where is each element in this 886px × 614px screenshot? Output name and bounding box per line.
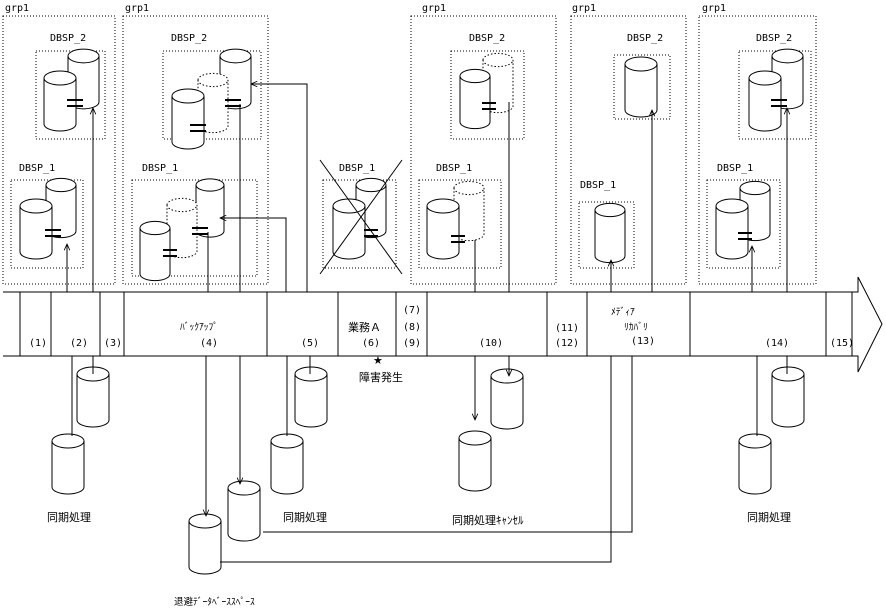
- phase-label: (1): [29, 338, 47, 349]
- dbsp2-label: DBSP_2: [171, 33, 207, 44]
- dbsp2-label: DBSP_2: [627, 33, 663, 44]
- database-cylinder-icon: [594, 202, 626, 264]
- database-cylinder-icon: [624, 56, 658, 118]
- group-labels: grp1 grp1 grp1 grp1 grp1: [5, 3, 726, 14]
- database-cylinder-icon: [490, 368, 524, 430]
- database-cylinder-icon: [227, 480, 261, 542]
- phase-label: (9): [403, 338, 421, 349]
- timeline-bar: [3, 276, 883, 373]
- group-frame-3: [410, 15, 557, 285]
- database-cylinder-icon: [45, 177, 77, 239]
- database-cylinder-icon: [270, 433, 304, 495]
- database-cylinder-icon: [715, 198, 749, 260]
- media-recovery-title-line1: ﾒﾃﾞｨｱ: [611, 307, 635, 318]
- database-cylinder-icon: [459, 68, 491, 130]
- dbsp2-label: DBSP_2: [50, 33, 86, 44]
- phase-label: (11): [555, 323, 579, 334]
- sync-label: 同期処理: [747, 511, 791, 524]
- dbsp2-label: DBSP_2: [469, 33, 505, 44]
- cylinders-front: [19, 56, 805, 575]
- database-cylinder-icon: [458, 430, 492, 492]
- database-cylinder-icon: [76, 366, 110, 428]
- database-cylinder-icon: [195, 178, 225, 238]
- failure-star: ★: [373, 354, 383, 367]
- group-frame-4: [570, 15, 687, 285]
- database-cylinder-icon: [738, 433, 772, 495]
- phase-label: (13): [631, 336, 655, 347]
- phase-label: (10): [479, 338, 503, 349]
- database-cylinder-icon: [51, 433, 85, 495]
- phase-label: (3): [104, 338, 122, 349]
- database-cylinder-icon: [426, 198, 460, 260]
- dbsp-frames: [10, 50, 812, 277]
- phase-numbers: (1) (2) (3) (4) (5) (6) (7) (8) (9) (10)…: [29, 305, 854, 349]
- phase-label: (6): [362, 338, 380, 349]
- database-cylinder-icon: [43, 70, 77, 132]
- group-label: grp1: [572, 3, 596, 14]
- database-cylinder-icon: [19, 198, 53, 260]
- backup-phase-title: ﾊﾞｯｸｱｯﾌﾟ: [180, 322, 218, 333]
- database-cylinder-icon: [188, 513, 222, 575]
- dbsp1-label: DBSP_1: [717, 163, 753, 174]
- pair-markers: [45, 99, 787, 257]
- failure-label: 障害発生: [359, 370, 403, 384]
- group-frame-1: [2, 15, 116, 285]
- database-cylinder-icon: [294, 366, 328, 428]
- phase-label: (14): [765, 338, 789, 349]
- bottom-labels: 同期処理 同期処理 同期処理ｷｬﾝｾﾙ 同期処理 退避ﾃﾞｰﾀﾍﾞｰｽｽﾍﾟｰｽ: [47, 511, 791, 608]
- phase-label: (2): [70, 338, 88, 349]
- group-label: grp1: [422, 3, 446, 14]
- dbsp1-label: DBSP_1: [580, 180, 616, 191]
- save-space-label: 退避ﾃﾞｰﾀﾍﾞｰｽｽﾍﾟｰｽ: [174, 596, 255, 608]
- database-cylinder-icon: [139, 220, 171, 282]
- dbsp2-label: DBSP_2: [756, 33, 792, 44]
- group-label: grp1: [702, 3, 726, 14]
- phase-label: (4): [200, 338, 218, 349]
- group-frames: [2, 15, 817, 285]
- sync-label: 同期処理: [47, 511, 91, 524]
- phase-label: (15): [830, 338, 854, 349]
- group-frame-2: [122, 15, 269, 285]
- group-label: grp1: [5, 3, 29, 14]
- media-recovery-title-line2: ﾘｶﾊﾞﾘ: [624, 322, 648, 333]
- business-a-phase-title: 業務Ａ: [348, 320, 381, 334]
- sync-cancel-label: 同期処理ｷｬﾝｾﾙ: [452, 514, 524, 527]
- phase-label: (12): [555, 338, 579, 349]
- sync-label: 同期処理: [283, 511, 327, 524]
- dbsp1-label: DBSP_1: [19, 163, 55, 174]
- database-cylinder-icon: [748, 70, 782, 132]
- group-label: grp1: [125, 3, 149, 14]
- dbsp1-label: DBSP_1: [339, 163, 375, 174]
- dbsp-labels: DBSP_2 DBSP_2 DBSP_2 DBSP_2 DBSP_2 DBSP_…: [19, 33, 792, 191]
- database-cylinder-icon: [771, 366, 805, 428]
- database-cylinder-icon: [171, 88, 205, 150]
- phase-label: (7): [403, 305, 421, 316]
- phase-titles: ﾊﾞｯｸｱｯﾌﾟ 業務Ａ ﾒﾃﾞｨｱ ﾘｶﾊﾞﾘ: [180, 307, 648, 334]
- dbsp1-label: DBSP_1: [142, 163, 178, 174]
- phase-label: (8): [403, 322, 421, 333]
- failure-x-mark: [319, 159, 403, 275]
- phase-label: (5): [301, 338, 319, 349]
- group-frame-5: [698, 15, 817, 285]
- dbsp1-label: DBSP_1: [436, 163, 472, 174]
- connectors: [67, 84, 787, 563]
